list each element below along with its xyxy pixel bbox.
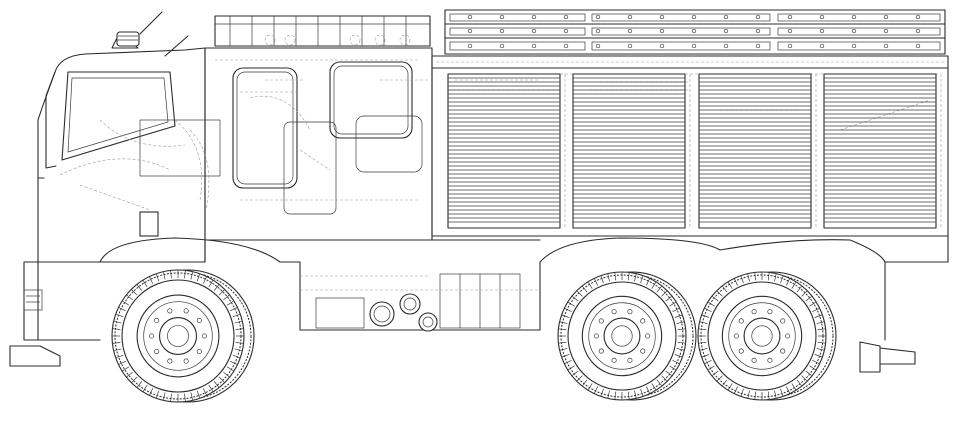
door-handle [139, 211, 159, 237]
roller-shutter [698, 73, 817, 229]
crew-cab [204, 34, 433, 241]
wheel [697, 271, 837, 401]
roller-shutters [447, 73, 942, 229]
beacon-light [116, 31, 140, 47]
windshield [61, 71, 176, 161]
roller-shutter [572, 73, 691, 229]
crew-side-window [329, 61, 413, 139]
wheel [557, 271, 697, 401]
chassis-frame [99, 235, 949, 373]
roller-shutter [447, 73, 566, 229]
wheels [111, 269, 837, 403]
antenna [139, 11, 163, 35]
wheel [111, 269, 255, 403]
front-roof-rack [214, 15, 431, 47]
front-bumper [9, 261, 101, 367]
roller-shutter [823, 73, 942, 229]
roof-ladder [444, 9, 946, 55]
crew-door-window [232, 67, 298, 189]
driver-cab [37, 11, 221, 263]
